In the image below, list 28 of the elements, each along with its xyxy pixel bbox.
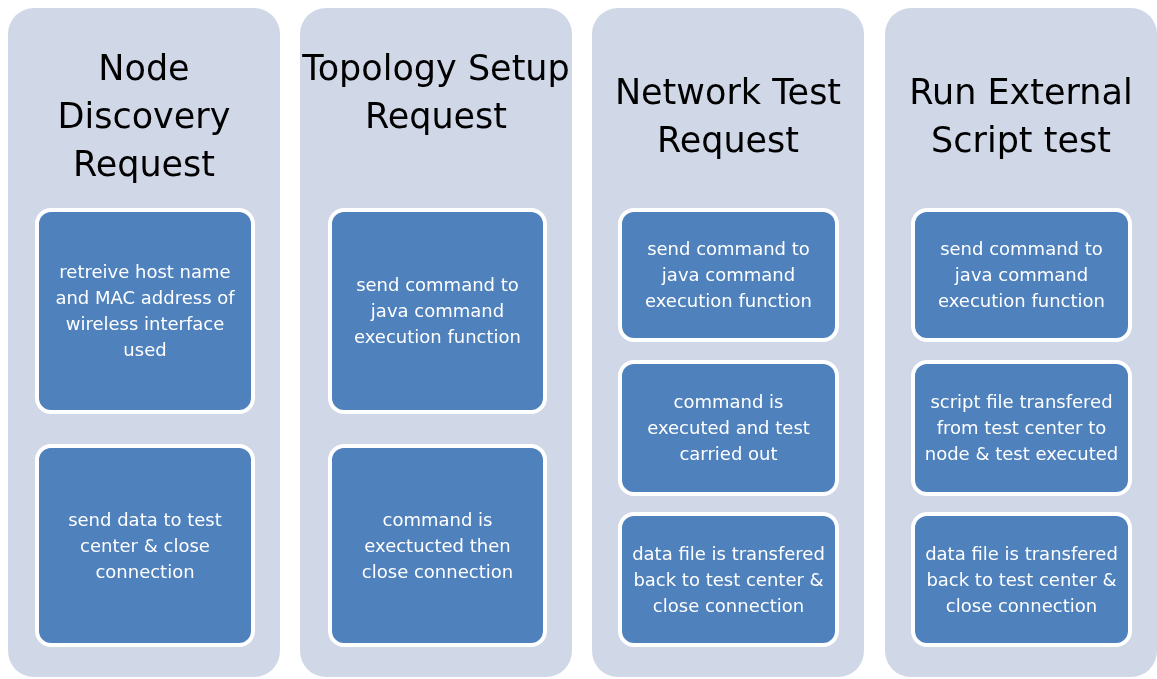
step-text: command is executed and test carried out — [646, 390, 811, 466]
column-heading: Node Discovery Request — [56, 47, 232, 186]
step-text: send command to java command execution function — [353, 273, 522, 349]
step-text: command is exectucted then close connection — [360, 507, 515, 584]
step-box — [328, 208, 547, 414]
step-text: retreive host name and MAC address of wireless interface used — [54, 260, 236, 362]
step-text: send command to java command execution function — [937, 237, 1106, 313]
step-box — [35, 208, 255, 414]
step-box — [911, 208, 1132, 342]
step-text: send command to java command execution function — [644, 237, 813, 313]
step-text: script file transfered from test center to node & test executed — [923, 390, 1120, 466]
step-box — [618, 360, 839, 496]
column-heading: Topology Setup Request — [301, 47, 571, 138]
step-box — [618, 208, 839, 342]
step-text: send data to test center & close connection — [67, 507, 223, 584]
column-panel — [300, 8, 572, 677]
step-box — [35, 444, 255, 647]
step-box — [911, 360, 1132, 496]
step-text: data file is transfered back to test center & close connection — [924, 541, 1119, 618]
step-text: data file is transfered back to test center & close connection — [631, 541, 826, 618]
step-box — [328, 444, 547, 647]
column-heading: Network Test Request — [613, 71, 843, 162]
column-heading: Run External Script test — [908, 71, 1134, 162]
step-box — [618, 512, 839, 647]
column-panel — [8, 8, 280, 677]
column-panel — [885, 8, 1157, 677]
step-box — [911, 512, 1132, 647]
column-panel — [592, 8, 864, 677]
